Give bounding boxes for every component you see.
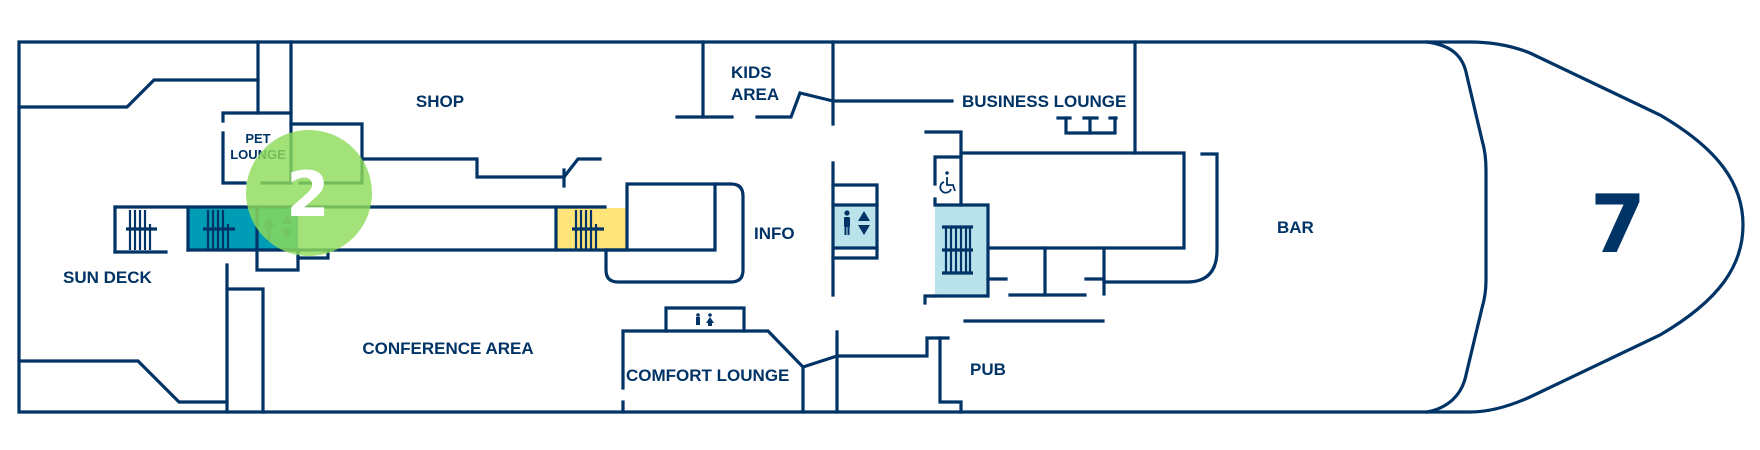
stairs-icon (572, 210, 604, 250)
label-bar: BAR (1277, 218, 1314, 237)
stairs-icon (942, 225, 973, 275)
shop-wall (360, 157, 602, 179)
wall (221, 131, 247, 185)
label-business-lounge: BUSINESS LOUNGE (962, 92, 1126, 111)
comfort-lounge-wall (621, 329, 805, 414)
wall (755, 91, 835, 119)
restroom-box (664, 306, 746, 333)
elevator-fwd[interactable] (833, 205, 877, 248)
pet-lounge-wall (221, 111, 293, 123)
wall (800, 353, 840, 370)
deck-number: 7 (1590, 178, 1646, 271)
label-sun-deck: SUN DECK (63, 268, 153, 287)
pub-wall (835, 336, 950, 358)
wall (923, 294, 937, 305)
bar-forward-wall (1425, 40, 1488, 414)
label-conference-area: CONFERENCE AREA (362, 339, 533, 358)
wall (604, 182, 745, 284)
sun-deck-wall-top (17, 78, 260, 109)
stairs-icon (126, 210, 157, 250)
wall (959, 151, 1186, 250)
wall (938, 336, 963, 414)
label-pet-lounge-1: PET (245, 131, 270, 146)
wall (225, 287, 265, 414)
accessible-icon (939, 171, 956, 194)
wall (933, 155, 963, 186)
restroom-icon (696, 313, 714, 326)
wall (255, 205, 300, 272)
label-comfort-lounge: COMFORT LOUNGE (626, 366, 789, 385)
elevator-icon[interactable] (844, 210, 870, 235)
sun-deck-wall-bottom (17, 359, 229, 404)
location-marker-number: 2 (286, 158, 329, 231)
wall (933, 197, 990, 298)
label-pub: PUB (970, 360, 1006, 379)
wall (924, 130, 963, 207)
stairs-icon (203, 210, 235, 250)
label-shop: SHOP (416, 92, 464, 111)
wall (831, 183, 879, 260)
label-kids-area-1: KIDS (731, 63, 772, 82)
location-marker[interactable]: 2 (246, 130, 372, 256)
label-info: INFO (754, 224, 795, 243)
wall (1102, 152, 1219, 284)
hull-outline (17, 40, 1745, 414)
label-kids-area-2: AREA (731, 85, 779, 104)
